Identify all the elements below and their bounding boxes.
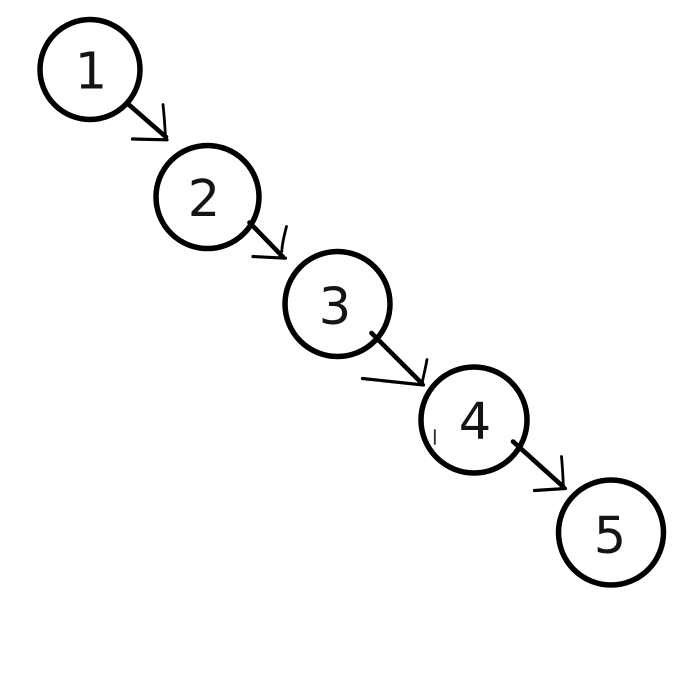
node-2-circle	[153, 142, 262, 252]
arrow-1-2	[125, 101, 169, 142]
arrow-4-5-head-vertical-stroke	[560, 455, 565, 487]
node-1: 1	[37, 16, 143, 123]
arrow-4-5-head-horizontal-stroke	[532, 486, 568, 493]
node-2: 2	[153, 142, 262, 252]
node-5-label: 5	[594, 507, 626, 566]
arrow-2-3-shaft	[247, 220, 286, 260]
node-2-label: 2	[188, 170, 220, 229]
arrow-3-4	[360, 330, 429, 387]
arrow-2-3	[247, 220, 288, 260]
arrow-4-5	[510, 439, 568, 493]
arrow-3-4-shaft	[369, 330, 425, 386]
arrow-2-3-head-vertical-stroke	[280, 225, 288, 253]
node-3-label: 3	[319, 278, 351, 337]
arrow-4-5-shaft	[510, 439, 566, 490]
arrow-3-4-head-vertical-stroke	[420, 358, 429, 385]
arrow-2-3-head-horizontal-stroke	[251, 254, 288, 260]
arrow-1-2-head-vertical-stroke	[161, 103, 167, 135]
node-5: 5	[555, 477, 667, 588]
node-3-circle	[282, 248, 393, 360]
node-4-circle	[418, 364, 530, 476]
arrow-3-4-head-horizontal-stroke	[360, 376, 426, 387]
node-4: 4	[418, 364, 530, 476]
node-1-label: 1	[75, 42, 107, 101]
arrow-1-2-head-horizontal-stroke	[130, 137, 169, 142]
node-3: 3	[282, 248, 393, 360]
arrow-1-2-shaft	[125, 101, 169, 140]
node-5-circle	[555, 477, 667, 588]
node-4-label: 4	[459, 393, 491, 452]
node-1-circle	[37, 16, 143, 123]
